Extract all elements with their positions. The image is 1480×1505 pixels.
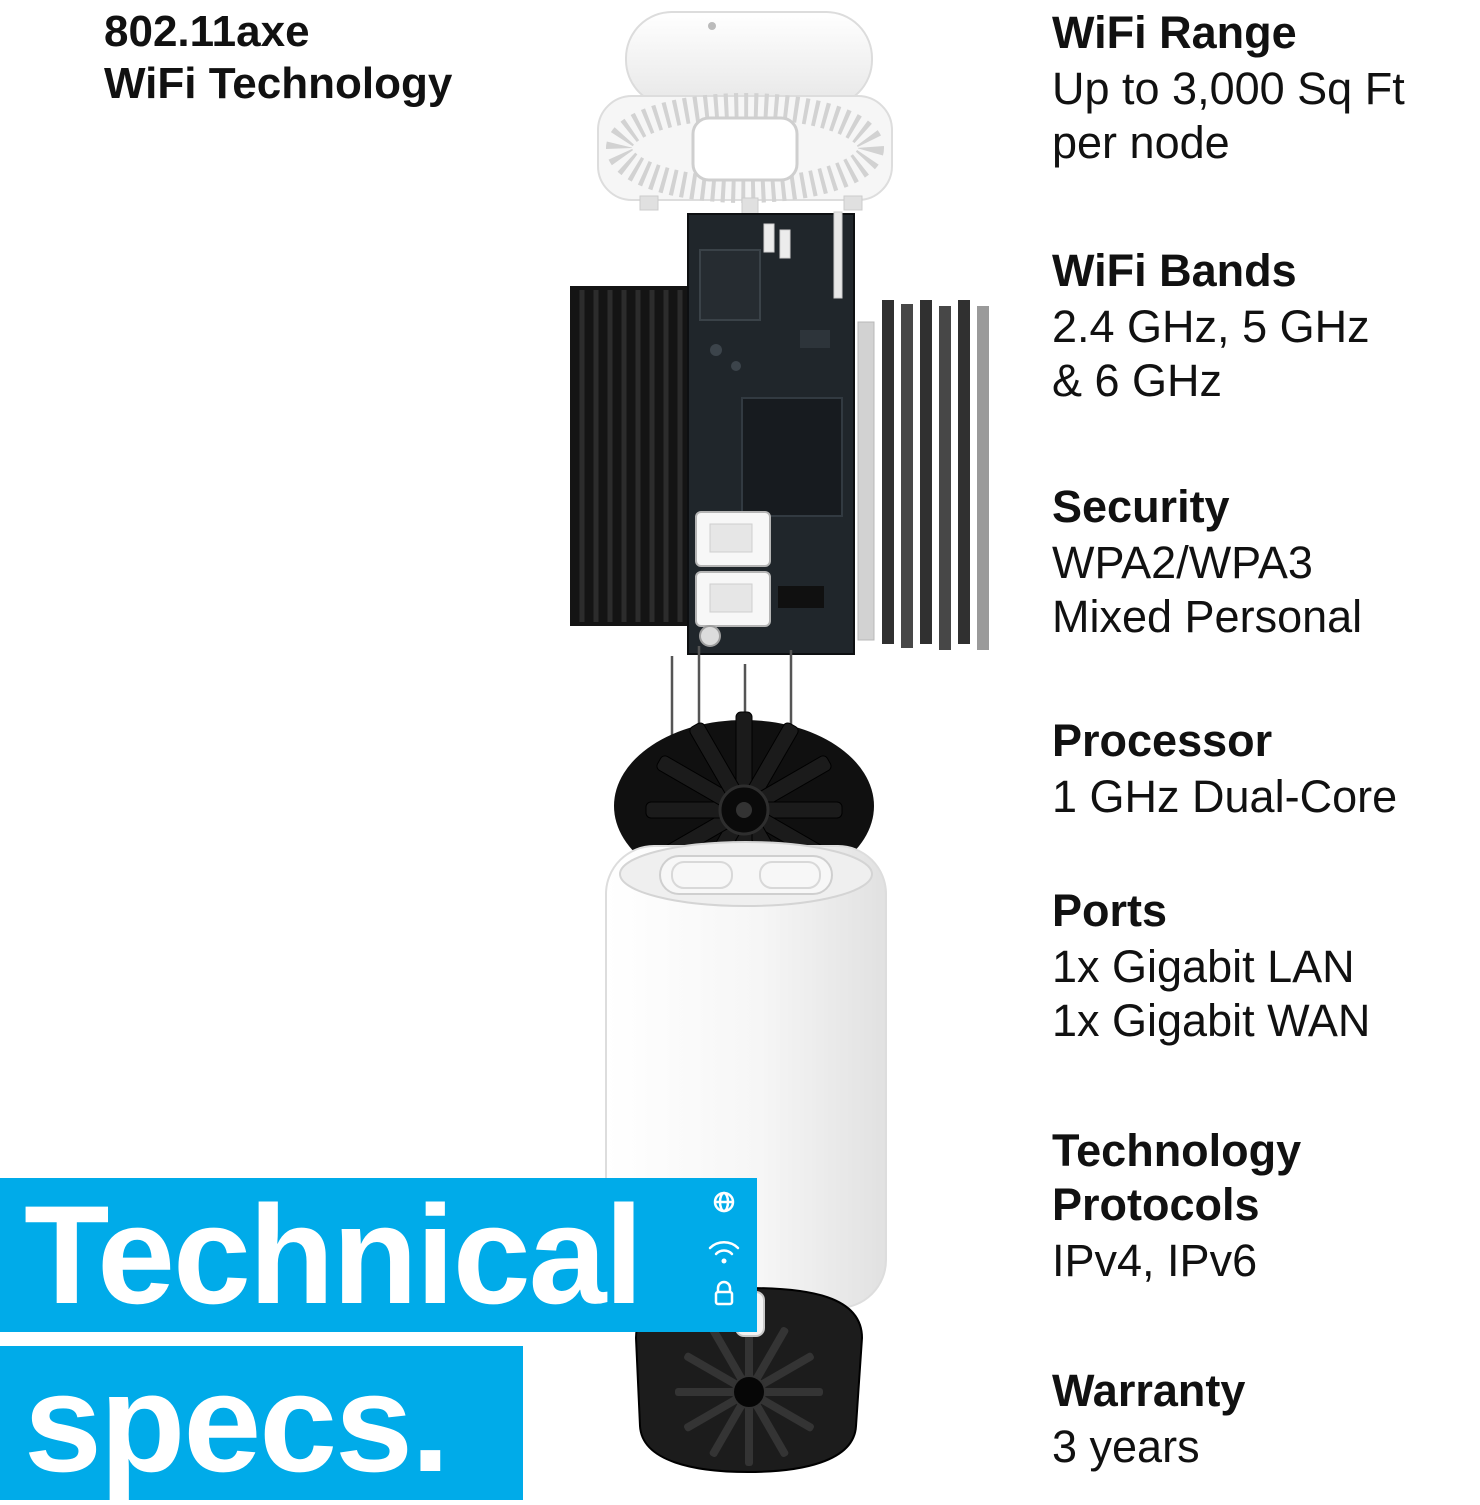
- heatsink-left-part: [570, 286, 690, 626]
- lock-icon: [714, 1280, 734, 1306]
- spec-title: Warranty: [1052, 1365, 1246, 1416]
- headline-wifi-technology: 802.11axe WiFi Technology: [104, 7, 453, 108]
- spec-title: Security: [1052, 481, 1230, 532]
- spec-text: 3 years: [1052, 1421, 1200, 1472]
- spec-title: Ports: [1052, 885, 1168, 936]
- spec-security: Security WPA2/WPA3 Mixed Personal: [1052, 480, 1480, 644]
- heatsink-right-part: [857, 300, 989, 650]
- spec-wifi-bands: WiFi Bands 2.4 GHz, 5 GHz & 6 GHz: [1052, 244, 1480, 408]
- banner-technical: Technical: [0, 1178, 757, 1332]
- globe-icon: [713, 1191, 735, 1213]
- spec-text: Up to 3,000 Sq Ft per node: [1052, 63, 1405, 168]
- spec-processor: Processor 1 GHz Dual-Core: [1052, 714, 1480, 824]
- top-cap-part: [625, 11, 873, 109]
- spec-title: Processor: [1052, 715, 1273, 766]
- spec-text: 1 GHz Dual-Core: [1052, 771, 1398, 822]
- banner-specs: specs.: [0, 1346, 523, 1500]
- spec-text: WPA2/WPA3 Mixed Personal: [1052, 537, 1363, 642]
- spec-ports: Ports 1x Gigabit LAN 1x Gigabit WAN: [1052, 884, 1480, 1048]
- spec-wifi-range: WiFi Range Up to 3,000 Sq Ft per node: [1052, 6, 1480, 170]
- vent-collar-part: [597, 93, 893, 215]
- ethernet-ports-part: [695, 511, 824, 647]
- spec-title: WiFi Range: [1052, 7, 1297, 58]
- banner-technical-text: Technical: [24, 1176, 643, 1333]
- spec-title: WiFi Bands: [1052, 245, 1297, 296]
- spec-text: 2.4 GHz, 5 GHz & 6 GHz: [1052, 301, 1370, 406]
- spec-text: 1x Gigabit LAN 1x Gigabit WAN: [1052, 941, 1371, 1046]
- spec-text: IPv4, IPv6: [1052, 1235, 1258, 1286]
- spec-warranty: Warranty 3 years: [1052, 1364, 1480, 1474]
- device-led-indicators: [704, 1186, 744, 1321]
- banner-specs-text: specs.: [24, 1344, 450, 1501]
- wifi-icon: [708, 1241, 740, 1264]
- spec-technology-protocols: Technology Protocols IPv4, IPv6: [1052, 1124, 1480, 1288]
- spec-title: Technology Protocols: [1052, 1125, 1302, 1230]
